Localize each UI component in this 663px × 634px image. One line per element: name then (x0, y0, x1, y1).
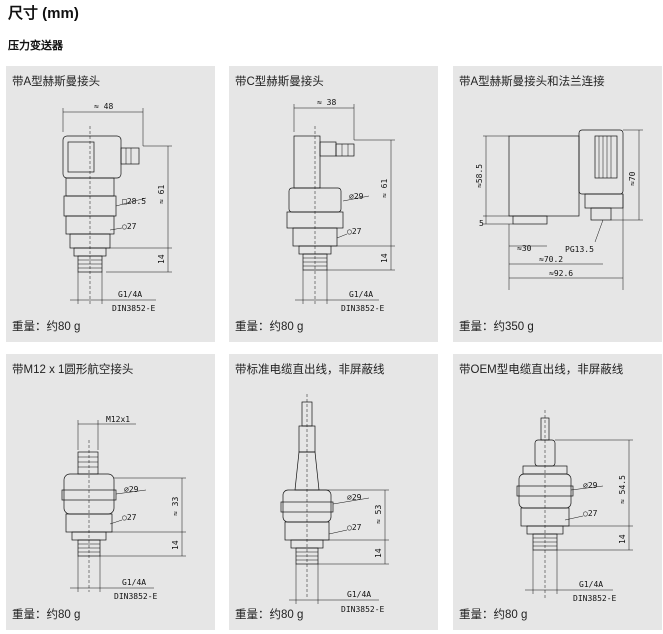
dim-diameter: ⌀29 (349, 192, 364, 201)
dim-diameter: ⌀29 (124, 485, 139, 494)
drawing-m12: M12x1 ⌀29 ○27 ≈ 33 14 G1/4A DIN3852-E (61, 415, 186, 601)
panel-weight: 重量：约80 g (235, 321, 304, 333)
dim-standard: DIN3852-E (114, 592, 158, 601)
dim-hex: ○27 (347, 227, 362, 236)
dim-width: ≈70 (628, 171, 637, 186)
drawing-standard-cable: ⌀29 ○27 ≈ 53 14 G1/4A DIN3852-E (280, 394, 389, 614)
dim-width: ≈ 38 (317, 98, 336, 107)
dim-thread-length: 14 (380, 253, 389, 263)
dim-hex: ○27 (583, 509, 598, 518)
panel-weight: 重量：约80 g (459, 609, 528, 621)
panel-weight: 重量：约80 g (12, 609, 81, 621)
panel-oem-cable: 带OEM型电缆直出线，非屏蔽线 ⌀29 ○27 ≈ 54.5 14 G1/4A … (453, 354, 662, 630)
dim-hex: ○27 (122, 222, 137, 231)
dim-height: ≈ 61 (157, 185, 166, 204)
panel-a-hirschmann: 带A型赫斯曼接头 ≈ 48 □28.5 ○27 ≈ 61 14 G1/4A DI… (6, 66, 215, 342)
panel-title: 带M12 x 1圆形航空接头 (12, 364, 134, 376)
dim-standard: DIN3852-E (112, 304, 156, 313)
dim-standard: DIN3852-E (341, 304, 385, 313)
panel-weight: 重量：约80 g (12, 321, 81, 333)
dim-width: ≈ 48 (94, 102, 113, 111)
dim-thread: G1/4A (349, 290, 373, 299)
dim-hex: ○27 (122, 513, 137, 522)
panel-title: 带标准电缆直出线，非屏蔽线 (235, 364, 385, 376)
dim-diameter: ⌀29 (347, 493, 362, 502)
dim-square: □28.5 (122, 197, 146, 206)
dim-length-1: ≈30 (517, 244, 532, 253)
dim-thread-length: 14 (618, 534, 627, 544)
panel-weight: 重量：约350 g (459, 321, 534, 333)
dim-flange: 5 (479, 219, 484, 228)
dim-thread: G1/4A (579, 580, 603, 589)
dim-thread: G1/4A (122, 578, 146, 587)
dim-length-3: ≈92.6 (549, 269, 573, 278)
dim-length-2: ≈70.2 (539, 255, 563, 264)
dim-thread: G1/4A (347, 590, 371, 599)
page-title: 尺寸 (mm) (8, 5, 79, 22)
dim-height: ≈ 53 (374, 505, 383, 524)
dim-thread: PG13.5 (565, 245, 594, 254)
dim-hex: ○27 (347, 523, 362, 532)
dim-standard: DIN3852-E (573, 594, 617, 603)
drawing-a-hirschmann: ≈ 48 □28.5 ○27 ≈ 61 14 G1/4A DIN3852-E (62, 102, 172, 313)
dim-height: ≈ 54.5 (618, 475, 627, 504)
panel-m12: 带M12 x 1圆形航空接头 M12x1 ⌀29 ○27 ≈ 33 14 G1/… (6, 354, 215, 630)
panel-title: 带C型赫斯曼接头 (235, 76, 324, 88)
drawing-c-hirschmann: ≈ 38 ⌀29 ○27 ≈ 61 14 G1/4A DIN3852-E (286, 98, 395, 313)
drawing-a-hirschmann-flange: ≈58.5 5 ≈30 PG13.5 ≈70.2 ≈92.6 ≈70 (475, 129, 643, 290)
dim-diameter: ⌀29 (583, 481, 598, 490)
drawing-oem-cable: ⌀29 ○27 ≈ 54.5 14 G1/4A DIN3852-E (516, 410, 633, 603)
panel-weight: 重量：约80 g (235, 609, 304, 621)
dim-height: ≈58.5 (475, 164, 484, 188)
dim-thread-length: 14 (157, 254, 166, 264)
dim-height: ≈ 33 (171, 497, 180, 516)
dim-thread-length: 14 (171, 540, 180, 550)
panel-standard-cable: 带标准电缆直出线，非屏蔽线 ⌀29 ○27 ≈ 53 14 G1/4A DIN3… (229, 354, 438, 630)
panel-title: 带A型赫斯曼接头和法兰连接 (459, 76, 605, 88)
dim-thread-length: 14 (374, 548, 383, 558)
panel-title: 带OEM型电缆直出线，非屏蔽线 (459, 364, 624, 376)
panel-a-hirschmann-flange: 带A型赫斯曼接头和法兰连接 ≈58.5 5 ≈30 PG13.5 ≈70.2 ≈… (453, 66, 662, 342)
dim-standard: DIN3852-E (341, 605, 385, 614)
dim-thread: G1/4A (118, 290, 142, 299)
dim-height: ≈ 61 (380, 179, 389, 198)
panel-c-hirschmann: 带C型赫斯曼接头 ≈ 38 ⌀29 ○27 ≈ 61 14 G1/4A DIN3… (229, 66, 438, 342)
dim-connector: M12x1 (106, 415, 130, 424)
section-subtitle: 压力变送器 (8, 40, 63, 52)
panel-title: 带A型赫斯曼接头 (12, 76, 101, 88)
